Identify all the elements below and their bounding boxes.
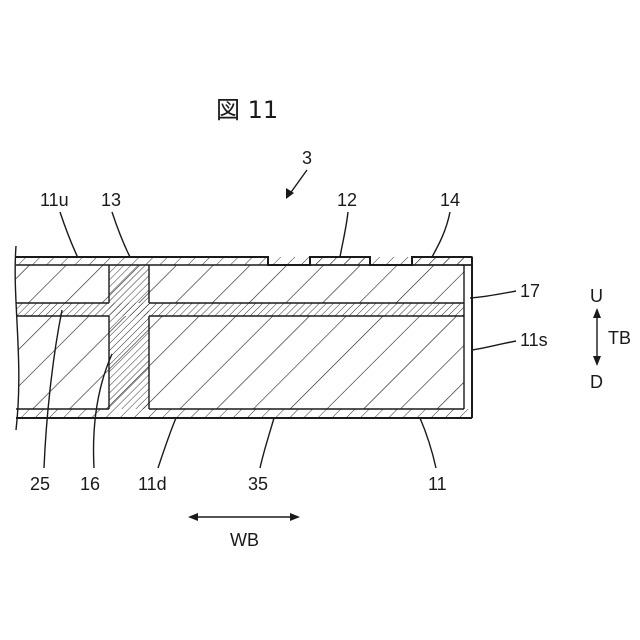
- direction-width-label: WB: [230, 530, 259, 550]
- direction-up-label: U: [590, 286, 603, 306]
- leader-11u: [60, 212, 78, 258]
- leader-13: [112, 212, 130, 257]
- label-25: 25: [30, 474, 50, 494]
- figure-title: 図 11: [216, 96, 278, 124]
- label-11u: 11u: [40, 190, 69, 210]
- label-11: 11: [428, 474, 447, 494]
- leader-35: [260, 418, 274, 468]
- leader-11s: [472, 341, 516, 350]
- width-direction-arrow: [188, 513, 300, 521]
- substrate-body: [0, 257, 472, 418]
- leader-11: [420, 418, 436, 468]
- thickness-direction-arrow: [593, 308, 601, 366]
- label-35: 35: [248, 474, 268, 494]
- label-14: 14: [440, 190, 460, 210]
- leader-11d: [158, 418, 176, 468]
- label-17: 17: [520, 281, 540, 301]
- label-11s: 11s: [520, 330, 548, 350]
- assembly-leader-arrow: [286, 170, 307, 199]
- label-assembly-3: 3: [302, 148, 312, 168]
- direction-down-label: D: [590, 372, 603, 392]
- leader-12: [340, 212, 348, 257]
- label-16: 16: [80, 474, 100, 494]
- label-13: 13: [101, 190, 121, 210]
- direction-thickness-label: TB: [608, 328, 631, 348]
- pad-14: [412, 257, 472, 265]
- pad-12: [310, 257, 370, 265]
- leader-17: [470, 291, 516, 298]
- leader-14: [432, 212, 450, 257]
- label-11d: 11d: [138, 474, 167, 494]
- label-12: 12: [337, 190, 357, 210]
- via-16: [109, 265, 149, 409]
